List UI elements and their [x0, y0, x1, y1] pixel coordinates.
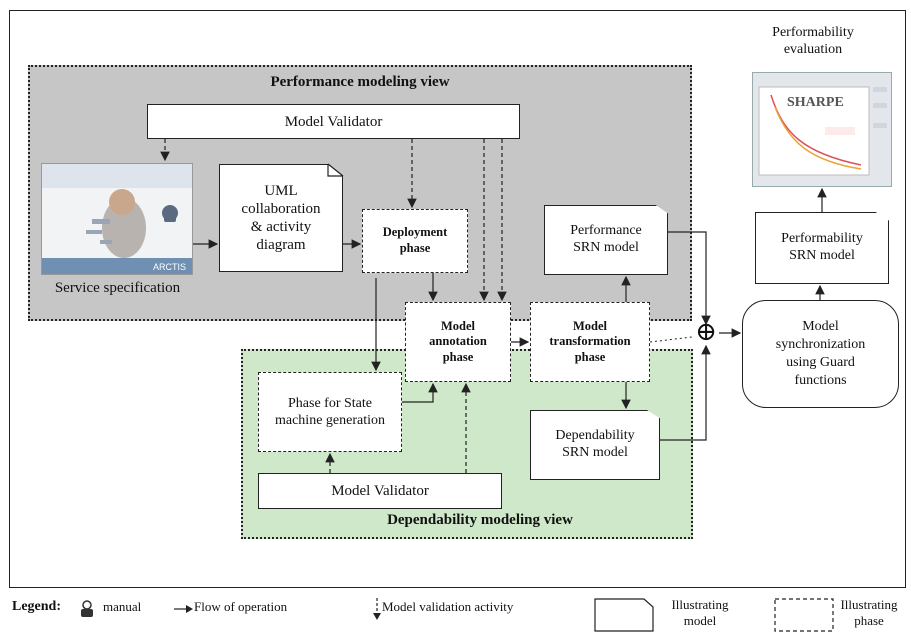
legend-title: Legend: [12, 599, 61, 614]
model-transformation-phase: Model transformation phase [530, 302, 650, 382]
uml-collaboration-node: UML collaboration & activity diagram [219, 164, 343, 272]
arctis-label: ARCTIS [152, 262, 186, 272]
dependability-srn-model: Dependability SRN model [530, 410, 660, 480]
legend-flow: Flow of operation [194, 599, 288, 614]
service-specification-label: Service specification [54, 280, 181, 296]
sharpe-label: SHARPE [787, 95, 844, 110]
performability-evaluation-label: Performability evaluation [772, 25, 854, 57]
state-machine-phase: Phase for State machine generation [258, 372, 402, 452]
plus-circle-icon: ⊕ [695, 317, 717, 346]
performance-view-title: Performance modeling view [270, 74, 450, 90]
performance-srn-model: Performance SRN model [544, 205, 668, 275]
arctis-screenshot [42, 164, 192, 274]
model-synchronization: Model synchronization using Guard functi… [742, 300, 899, 408]
deployment-phase: Deployment phase [362, 209, 468, 273]
sharpe-screenshot: SHARPE [752, 72, 892, 187]
person-icon [81, 600, 93, 617]
sharpe-plot [758, 86, 887, 176]
model-annotation-phase: Model annotation phase [405, 302, 511, 382]
legend: Legend: manual Flow of operation Model v… [9, 596, 906, 634]
service-specification-image: ARCTIS [41, 163, 193, 275]
dashed-arrow-down-icon [373, 598, 381, 620]
model-validator-top: Model Validator [147, 104, 520, 139]
folded-document-icon [594, 598, 654, 632]
legend-validation: Model validation activity [382, 599, 514, 614]
legend-illustrating-phase: Illustrating phase [840, 597, 898, 629]
model-validator-bottom: Model Validator [258, 473, 502, 509]
legend-illustrating-model: Illustrating model [671, 597, 729, 629]
arrow-right-icon [174, 605, 193, 613]
dependability-view-title: Dependability modeling view [387, 512, 573, 528]
performability-srn-model: Performability SRN model [755, 212, 889, 284]
legend-manual: manual [103, 599, 142, 614]
dashed-box-icon [774, 598, 834, 632]
